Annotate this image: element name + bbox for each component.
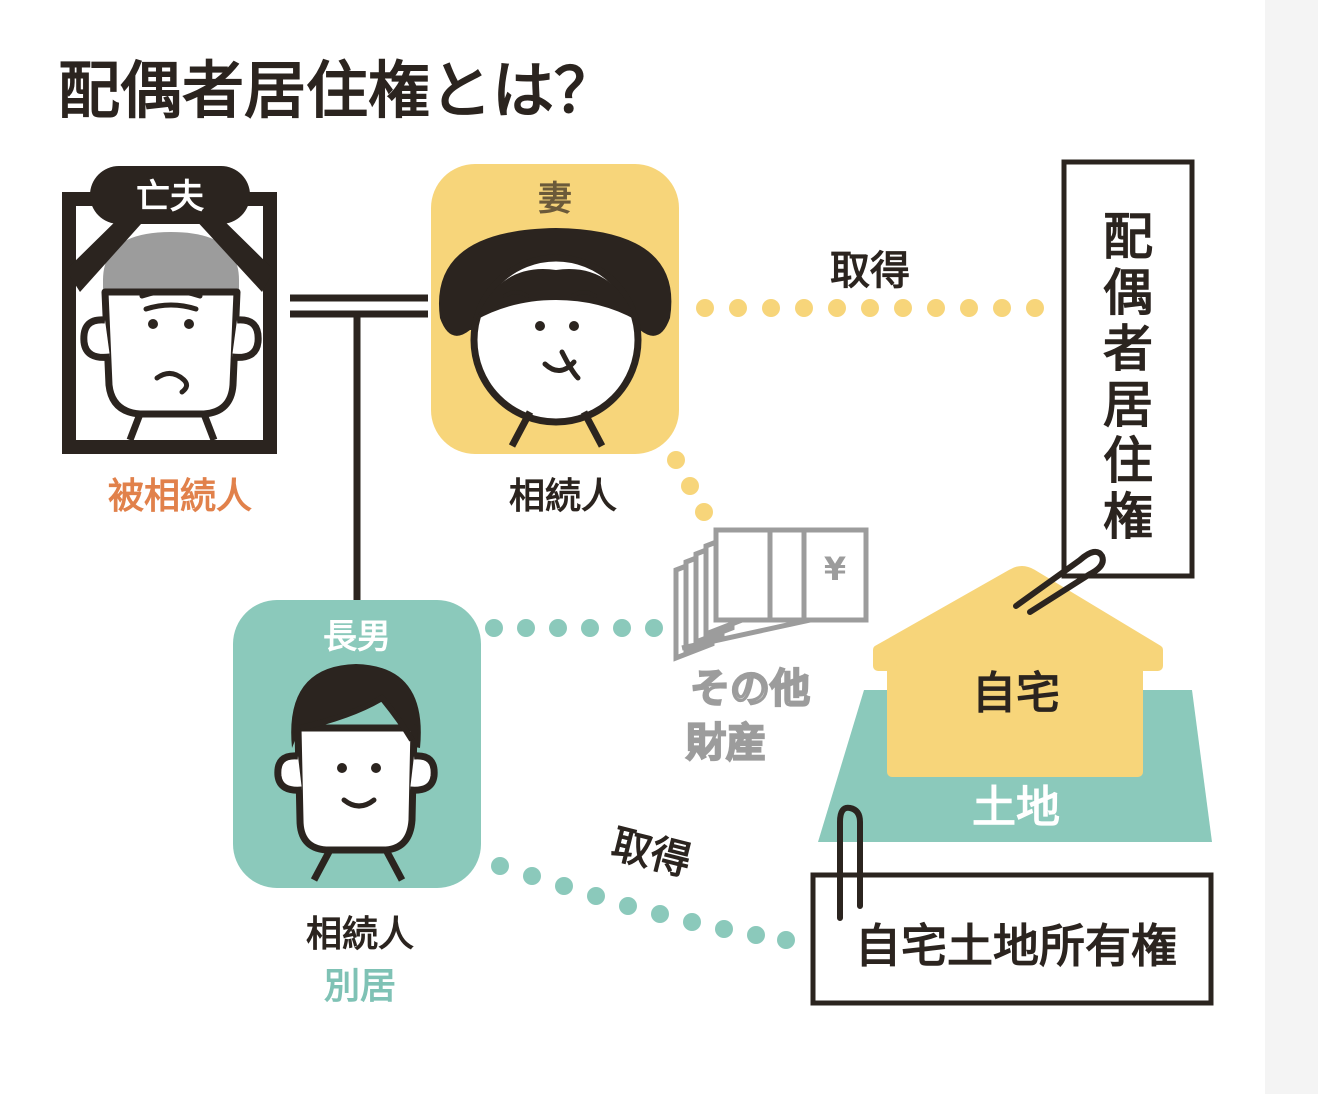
deceased-badge — [90, 166, 250, 224]
son-role-label: 相続人 — [306, 914, 414, 955]
son-card: 長男 — [233, 600, 481, 888]
residence-right-char-4: 居 — [1103, 376, 1153, 434]
son-to-ownership-dots — [491, 857, 795, 949]
house-icon — [873, 566, 1163, 777]
diagram-canvas: 配偶者居住権とは？ 亡夫 被相続人 妻 — [0, 0, 1265, 1094]
residence-right-char-5: 住 — [1103, 432, 1153, 490]
wife-to-assets-dots — [667, 451, 713, 521]
mourning-ribbon — [66, 205, 274, 292]
diagram-svg: 配偶者居住権とは？ 亡夫 被相続人 妻 — [58, 54, 1214, 1007]
residence-right-char-2: 偶 — [1103, 264, 1153, 322]
land-label: 土地 — [972, 782, 1060, 833]
tag-clip-top — [1013, 548, 1106, 615]
deceased-husband-portrait: 亡夫 — [62, 166, 277, 454]
wife-to-residence-right-dots — [696, 299, 1044, 317]
residence-right-char-1: 配 — [1103, 208, 1153, 266]
other-assets-label-line2: 財産 — [686, 720, 766, 766]
residence-right-tag: 配 偶 者 居 住 権 — [1061, 159, 1195, 579]
deceased-badge-label: 亡夫 — [136, 177, 205, 217]
wife-role-label: 相続人 — [509, 476, 617, 517]
son-face-icon — [274, 664, 438, 882]
other-assets-label-line1: その他 — [690, 666, 810, 712]
wife-badge-label: 妻 — [538, 179, 572, 219]
ownership-label: 自宅土地所有権 — [855, 919, 1177, 973]
residence-right-char-3: 者 — [1103, 320, 1153, 378]
deceased-role-label: 被相続人 — [108, 476, 252, 517]
residence-right-char-6: 権 — [1103, 488, 1153, 546]
banknote-stack-icon — [673, 527, 869, 662]
son-to-assets-dots — [485, 619, 663, 637]
diagram-title: 配偶者居住権とは？ — [58, 54, 616, 127]
house-label: 自宅 — [972, 668, 1060, 719]
yen-symbol: ¥ — [824, 550, 846, 588]
ownership-tag: 自宅土地所有権 — [810, 872, 1214, 1006]
wife-card: 妻 — [431, 164, 679, 454]
husband-face-icon — [80, 232, 262, 442]
acquire-label-bottom: 取得 — [607, 821, 696, 885]
tag-clip-bottom — [837, 804, 863, 921]
marriage-connector — [290, 294, 428, 600]
son-badge-label: 長男 — [323, 617, 391, 657]
wife-face-icon — [438, 228, 672, 448]
acquire-label-top: 取得 — [830, 248, 910, 294]
son-note-label: 別居 — [324, 966, 396, 1007]
